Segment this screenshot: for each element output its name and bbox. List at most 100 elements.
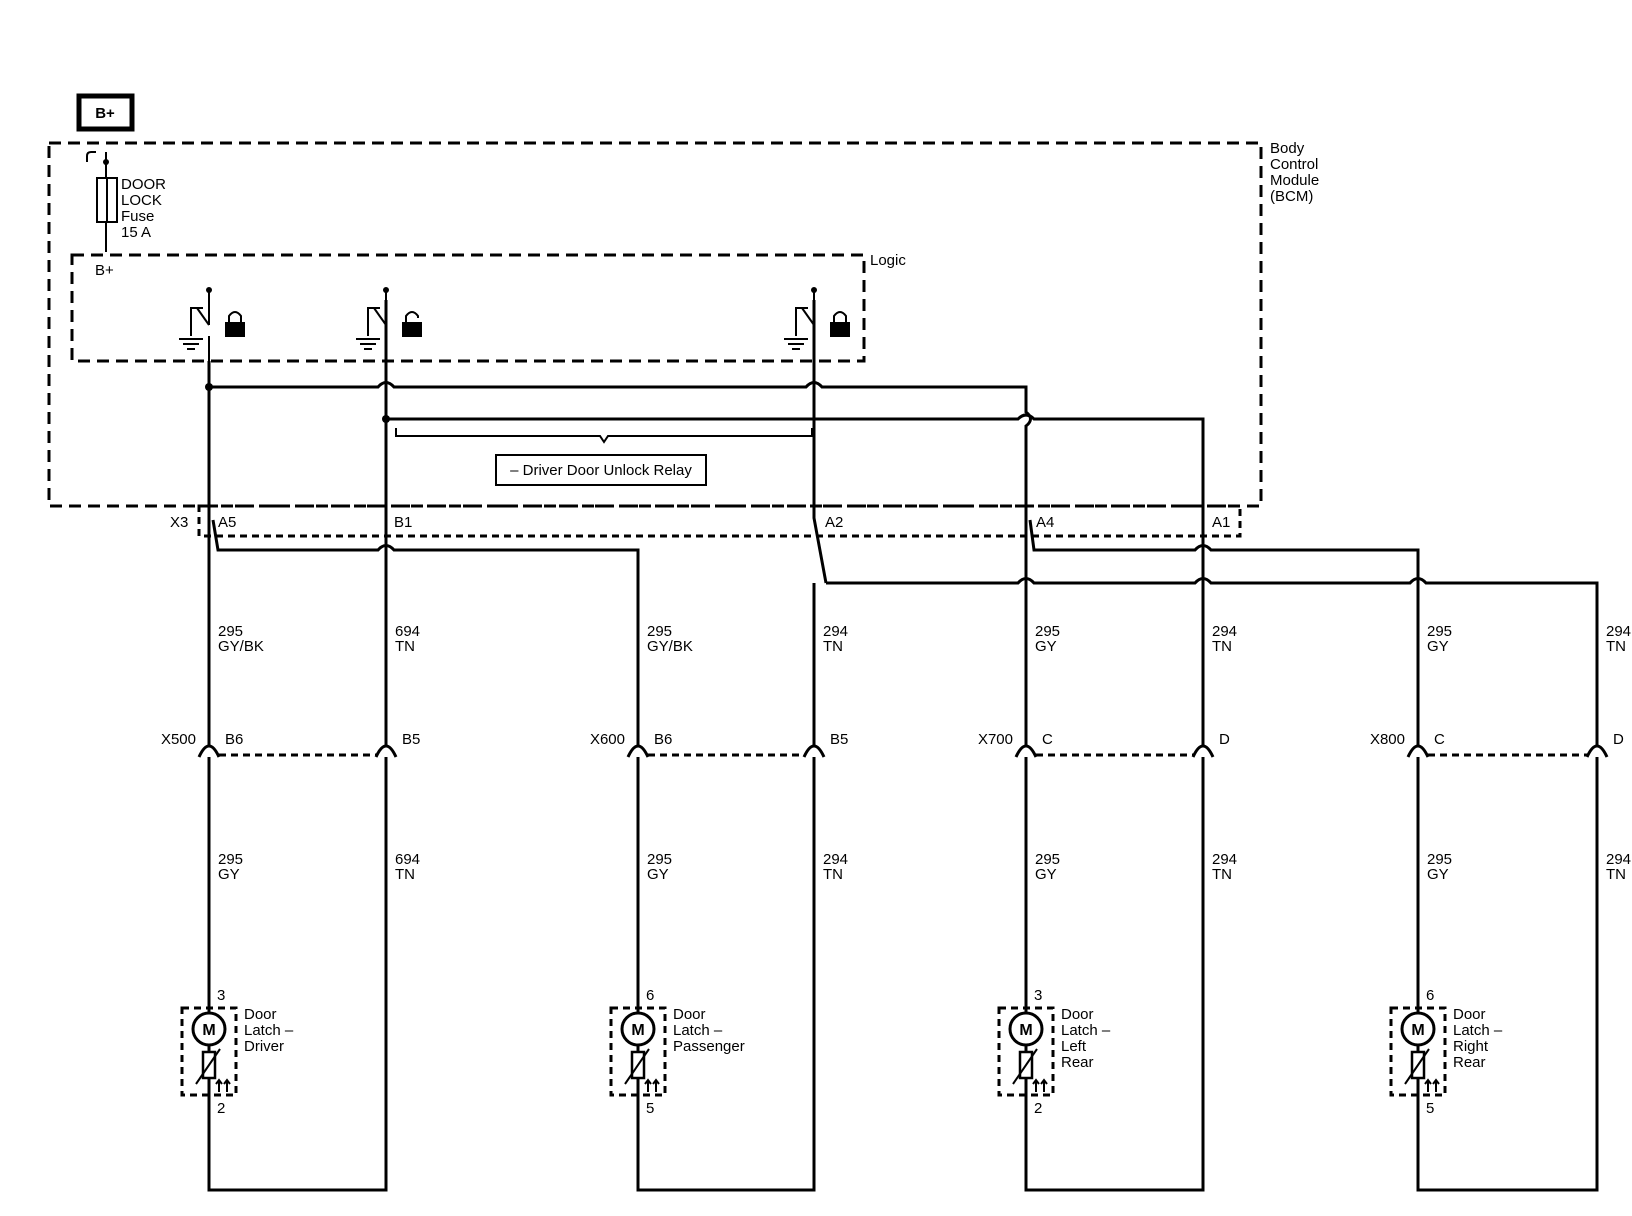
lower-wire-circuit: 294: [1212, 851, 1237, 868]
relay-switches: [179, 287, 850, 361]
lower-wiring: [207, 757, 1599, 1192]
fuse-name-3: Fuse: [121, 208, 154, 225]
inline-connector-name: X700: [978, 731, 1013, 748]
lower-wire-circuit: 294: [1606, 851, 1631, 868]
battery-box: B+: [76, 93, 135, 132]
latch-label-line: Door: [1061, 1006, 1094, 1023]
latch-pin-top: 6: [646, 987, 654, 1004]
inline-connector-name: X800: [1370, 731, 1405, 748]
fuse-name-1: DOOR: [121, 176, 166, 193]
logic-label: Logic: [870, 252, 906, 269]
inline-connector-pin-b: D: [1613, 731, 1624, 748]
upper-wire-color: GY/BK: [218, 638, 264, 655]
x3-name: X3: [170, 514, 188, 531]
door-lock-fuse: DOOR LOCK Fuse 15 A B+: [86, 151, 166, 279]
logic-bplus-label: B+: [95, 262, 114, 279]
upper-wire-color: TN: [395, 638, 415, 655]
upper-wire-color: GY: [1427, 638, 1449, 655]
bcm-label-4: (BCM): [1270, 188, 1313, 205]
bcm-label-1: Body: [1270, 140, 1305, 157]
x3-pin-a4: A4: [1036, 514, 1054, 531]
latch-label-line: Driver: [244, 1038, 284, 1055]
latch-label-line: Door: [1453, 1006, 1486, 1023]
upper-wire-circuit: 294: [1212, 623, 1237, 640]
latch-label-line: Passenger: [673, 1038, 745, 1055]
upper-wire-color: TN: [1212, 638, 1232, 655]
upper-wire-color: GY/BK: [647, 638, 693, 655]
latch-label-line: Latch –: [673, 1022, 723, 1039]
latch-pin-bottom: 2: [217, 1100, 225, 1117]
lower-wire-circuit: 295: [1427, 851, 1452, 868]
inline-connector-pin-b: D: [1219, 731, 1230, 748]
logic-boundary: [70, 253, 866, 363]
upper-wire-circuit: 295: [1035, 623, 1060, 640]
lower-wire-circuit: 295: [1035, 851, 1060, 868]
bcm-label: Body Control Module (BCM): [1270, 140, 1319, 205]
battery-label: B+: [95, 105, 115, 122]
lower-wire-color: TN: [1606, 866, 1626, 883]
lower-wire-color: GY: [1427, 866, 1449, 883]
upper-wire-labels: 295GY/BK694TN295GY/BK294TN295GY294TN295G…: [218, 623, 1631, 655]
latch-pin-bottom: 5: [1426, 1100, 1434, 1117]
upper-wire-color: TN: [823, 638, 843, 655]
relay-switch-2: [356, 287, 422, 361]
bcm-internal-wiring: – Driver Door Unlock Relay: [205, 381, 1205, 518]
relay-label-box: [495, 454, 707, 486]
inline-connector-x600: X600 B6 B5: [590, 731, 848, 758]
bcm-boundary: [47, 141, 1263, 508]
lower-wire-color: GY: [647, 866, 669, 883]
latch-label-line: Left: [1061, 1038, 1087, 1055]
upper-wire-circuit: 295: [647, 623, 672, 640]
inline-connector-pin-a: C: [1042, 731, 1053, 748]
latch-label-line: Latch –: [1061, 1022, 1111, 1039]
inline-connector-pin-b: B5: [830, 731, 848, 748]
fuse-name-2: LOCK: [121, 192, 162, 209]
motor-label: M: [631, 1022, 644, 1039]
latch-label-line: Door: [673, 1006, 706, 1023]
latch-pin-top: 6: [1426, 987, 1434, 1004]
latch-label-line: Latch –: [1453, 1022, 1503, 1039]
upper-wire-circuit: 295: [1427, 623, 1452, 640]
motor-label: M: [1411, 1022, 1424, 1039]
latch-label-line: Latch –: [244, 1022, 294, 1039]
relay-switch-3: [784, 287, 850, 361]
distribution-wiring: [207, 300, 1599, 745]
latch-label-line: Rear: [1453, 1054, 1486, 1071]
inline-connector-name: X600: [590, 731, 625, 748]
x3-pin-a1: A1: [1212, 514, 1230, 531]
upper-wire-circuit: 295: [218, 623, 243, 640]
lower-wire-color: GY: [1035, 866, 1057, 883]
latch-pin-top: 3: [217, 987, 225, 1004]
inline-connector-pin-b: B5: [402, 731, 420, 748]
latch-pin-bottom: 2: [1034, 1100, 1042, 1117]
lower-wire-circuit: 295: [647, 851, 672, 868]
lower-wire-color: TN: [395, 866, 415, 883]
bcm-label-3: Module: [1270, 172, 1319, 189]
lower-wire-circuit: 694: [395, 851, 420, 868]
motor-label: M: [1019, 1022, 1032, 1039]
relay-switch-1: [179, 287, 245, 361]
inline-connector-x700: X700 C D: [978, 731, 1230, 758]
inline-connector-pin-a: B6: [225, 731, 243, 748]
lower-wire-color: TN: [823, 866, 843, 883]
upper-wire-circuit: 694: [395, 623, 420, 640]
upper-wire-circuit: 294: [1606, 623, 1631, 640]
x3-pin-a2: A2: [825, 514, 843, 531]
latch-pin-bottom: 5: [646, 1100, 654, 1117]
upper-wire-color: TN: [1606, 638, 1626, 655]
latch-pin-top: 3: [1034, 987, 1042, 1004]
inline-connector-name: X500: [161, 731, 196, 748]
bcm-label-2: Control: [1270, 156, 1318, 173]
inline-connector-pin-a: B6: [654, 731, 672, 748]
inline-connector-x500: X500 B6 B5: [161, 731, 420, 758]
latch-label-line: Right: [1453, 1038, 1489, 1055]
x3-pin-b1: B1: [394, 514, 412, 531]
connector-x3: X3 A5 B1 A2 A4 A1: [170, 504, 1242, 538]
